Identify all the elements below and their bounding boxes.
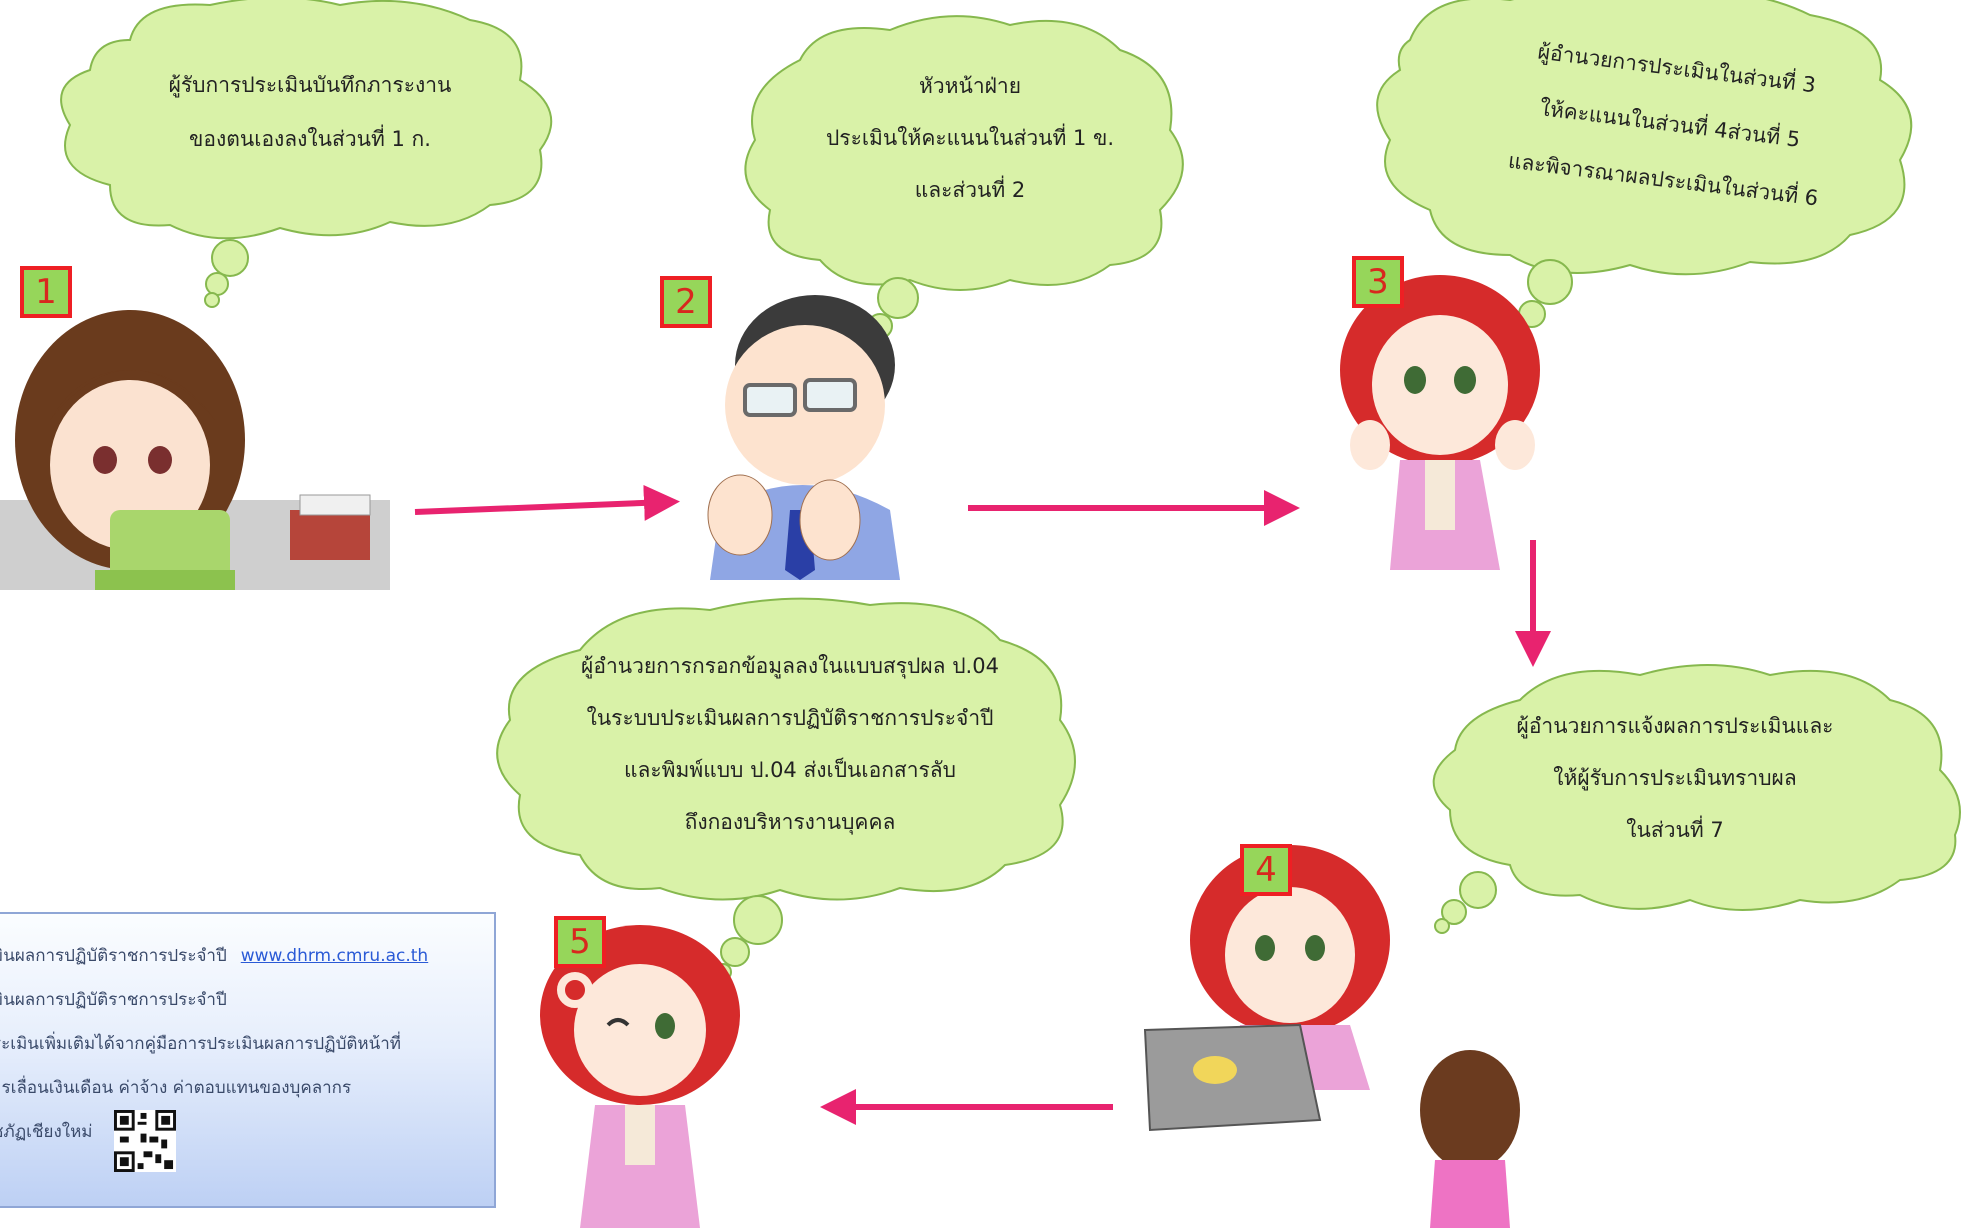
bubble-2-line: ประเมินให้คะแนนในส่วนที่ 1 ข. — [825, 126, 1115, 150]
info-text: มินผลการปฏิบัติราชการประจำปี — [0, 946, 227, 966]
bubble-1-line: ผู้รับการประเมินบันทึกภาระงาน — [168, 73, 452, 97]
step-number: 4 — [1255, 850, 1277, 890]
info-line-1: มินผลการปฏิบัติราชการประจำปี www.dhrm.cmr… — [0, 942, 428, 969]
info-line-3: ระเมินเพิ่มเติมได้จากคู่มือการประเมินผลก… — [0, 1034, 401, 1054]
bubble-5-line: ผู้อำนวยการกรอกข้อมูลลงในแบบสรุปผล ป.04 — [581, 654, 999, 678]
bubble-2-line: และส่วนที่ 2 — [914, 178, 1026, 202]
step-number: 1 — [35, 272, 57, 312]
bubble-4-line: ในส่วนที่ 7 — [1626, 818, 1724, 842]
bubble-2-text: หัวหน้าฝ่าย ประเมินให้คะแนนในส่วนที่ 1 ข… — [790, 60, 1150, 216]
character-2-illustration — [707, 295, 900, 580]
qr-code-icon — [114, 1110, 176, 1172]
bubble-5-text: ผู้อำนวยการกรอกข้อมูลลงในแบบสรุปผล ป.04 … — [580, 640, 1000, 848]
bubble-1-text: ผู้รับการประเมินบันทึกภาระงาน ของตนเองลง… — [100, 58, 520, 166]
step-badge-3: 3 — [1352, 256, 1404, 308]
info-line-5: ชภัฏเชียงใหม่ — [0, 1122, 93, 1142]
character-3-illustration — [1340, 275, 1540, 570]
character-1-illustration — [0, 310, 390, 590]
website-link[interactable]: www.dhrm.cmru.ac.th — [240, 946, 429, 966]
bubble-1-line: ของตนเองลงในส่วนที่ 1 ก. — [189, 127, 431, 151]
bubble-5-line: และพิมพ์แบบ ป.04 ส่งเป็นเอกสารลับ — [623, 758, 956, 782]
step-number: 2 — [675, 282, 697, 322]
bubble-4-line: ให้ผู้รับการประเมินทราบผล — [1553, 766, 1797, 790]
bubble-4-text: ผู้อำนวยการแจ้งผลการประเมินและ ให้ผู้รับ… — [1480, 700, 1870, 856]
bubble-4-line: ผู้อำนวยการแจ้งผลการประเมินและ — [1516, 714, 1834, 738]
bubble-5-line: ถึงกองบริหารงานบุคคล — [684, 810, 896, 834]
arrow-1-to-2 — [414, 484, 680, 521]
step-badge-1: 1 — [20, 266, 72, 318]
step-badge-4: 4 — [1240, 844, 1292, 896]
thought-bubble-4 — [1432, 664, 1961, 934]
step-badge-5: 5 — [554, 916, 606, 968]
step-number: 5 — [569, 922, 591, 962]
info-box: มินผลการปฏิบัติราชการประจำปี www.dhrm.cmr… — [0, 912, 496, 1208]
step-badge-2: 2 — [660, 276, 712, 328]
step-number: 3 — [1367, 262, 1389, 302]
thought-bubble-1 — [60, 0, 553, 308]
bubble-2-line: หัวหน้าฝ่าย — [918, 74, 1022, 98]
bubble-5-line: ในระบบประเมินผลการปฏิบัติราชการประจำปี — [586, 706, 994, 730]
info-line-4: ารเลื่อนเงินเดือน ค่าจ้าง ค่าตอบแทนของบุ… — [0, 1078, 352, 1098]
character-5-illustration — [540, 925, 740, 1228]
info-line-2: มินผลการปฏิบัติราชการประจำปี — [0, 990, 227, 1010]
character-4-illustration — [1143, 845, 1520, 1228]
